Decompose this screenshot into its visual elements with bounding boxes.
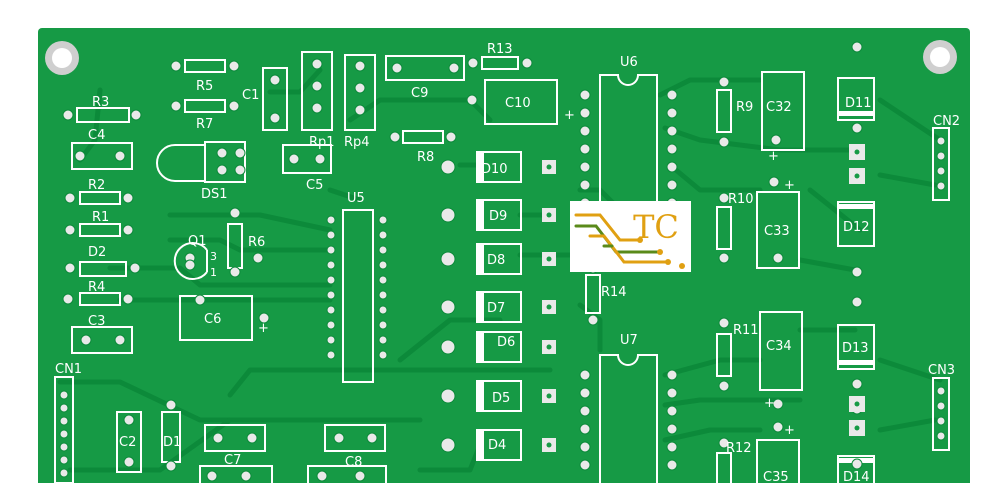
label-cn2: CN2 (933, 114, 960, 129)
label-d11: D11 (845, 96, 872, 111)
label-c6-plus: + (258, 321, 269, 336)
label-d4: D4 (488, 438, 506, 453)
label-d12: D12 (843, 220, 870, 235)
label-r1: R1 (92, 210, 109, 225)
label-ds1: DS1 (201, 187, 228, 202)
label-c32-plus: + (768, 149, 779, 164)
label-c2: C2 (119, 435, 136, 450)
label-d5: D5 (492, 391, 510, 406)
label-c34: C34 (766, 339, 792, 354)
label-r11: R11 (733, 323, 759, 338)
solder-pads (59, 41, 946, 482)
label-c4: C4 (88, 128, 105, 143)
label-c5: C5 (306, 178, 323, 193)
label-c9: C9 (411, 86, 428, 101)
label-c1: C1 (242, 88, 259, 103)
label-c34-plus: + (764, 396, 775, 411)
label-c33-plus: + (784, 178, 795, 193)
label-cn3: CN3 (928, 363, 955, 378)
label-r13: R13 (487, 42, 513, 57)
label-q1-pin1: 1 (210, 266, 217, 279)
u7-outline (599, 354, 658, 483)
label-d6: D6 (497, 335, 515, 350)
label-cn1: CN1 (55, 362, 82, 377)
label-u6: U6 (620, 55, 638, 70)
label-r4: R4 (88, 280, 105, 295)
label-c10: C10 (505, 96, 531, 111)
label-c33: C33 (764, 224, 790, 239)
label-c3: C3 (88, 314, 105, 329)
label-d10: D10 (481, 162, 508, 177)
label-c32: C32 (766, 100, 792, 115)
label-rp1: Rp1 (309, 135, 335, 150)
label-r12: R12 (726, 441, 752, 456)
label-u5: U5 (347, 191, 365, 206)
label-q1-pin3: 3 (210, 250, 217, 263)
diode-column (476, 151, 522, 461)
tc-logo-text: TC (633, 208, 679, 246)
label-c6: C6 (204, 312, 221, 327)
label-c7: C7 (224, 453, 241, 468)
label-d7: D7 (487, 301, 505, 316)
label-r8: R8 (417, 150, 434, 165)
label-c35-plus: + (784, 423, 795, 438)
label-d1: D1 (163, 435, 181, 450)
label-r9: R9 (736, 100, 753, 115)
label-r2: R2 (88, 178, 105, 193)
label-r14: R14 (601, 285, 627, 300)
label-r5: R5 (196, 79, 213, 94)
q1-transistor (173, 242, 208, 280)
silkscreen-labels: R3 C4 R2 R1 D2 R4 C3 CN1 C2 D1 C7 C8 R5 … (55, 42, 960, 483)
label-c35: C35 (763, 470, 789, 483)
label-c10-plus: + (564, 108, 575, 123)
label-r7: R7 (196, 117, 213, 132)
label-d8: D8 (487, 253, 505, 268)
label-d2: D2 (88, 245, 106, 260)
mounting-holes (45, 40, 957, 75)
u6-outline (599, 74, 658, 211)
label-rp4: Rp4 (344, 135, 370, 150)
label-c8: C8 (345, 455, 362, 470)
label-r6: R6 (248, 235, 265, 250)
label-d13: D13 (842, 341, 869, 356)
label-u7: U7 (620, 333, 638, 348)
label-d9: D9 (489, 209, 507, 224)
label-d14: D14 (843, 470, 870, 483)
label-r3: R3 (92, 95, 109, 110)
label-r10: R10 (728, 192, 754, 207)
tc-logo: TC (570, 201, 691, 272)
copper-traces (57, 67, 943, 473)
label-q1: Q1 (188, 234, 207, 249)
